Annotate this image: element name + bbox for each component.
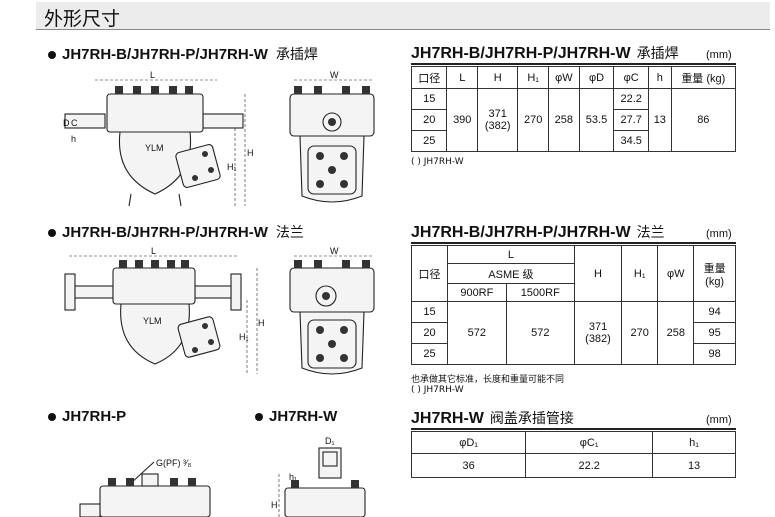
cell-h1: 13: [652, 453, 736, 478]
dim-label-h1: h₁: [289, 472, 297, 482]
brand-mark: YLM: [143, 316, 162, 326]
brand-mark: YLM: [145, 143, 164, 153]
unit-label-3: (mm): [706, 414, 732, 426]
cell-C: 22.2: [613, 88, 649, 110]
drawing-socket-side: W: [289, 70, 375, 203]
cell-weight: 95: [693, 322, 736, 344]
cell-H1: 270: [621, 301, 659, 365]
cell-D: 53.5: [578, 88, 615, 152]
cell-C: 34.5: [613, 130, 649, 152]
cell-size: 20: [410, 109, 448, 131]
th-weight: 重量 (kg): [670, 66, 737, 89]
model-title-w: JH7RH-W: [255, 408, 337, 425]
cell-L900: 572: [447, 301, 507, 365]
th-1500rf: 1500RF: [505, 283, 575, 302]
note-1: ( ) JH7RH-W: [411, 157, 464, 167]
note-2b: ( ) JH7RH-W: [411, 385, 464, 395]
th-h1: h₁: [652, 431, 736, 454]
bullet-icon: [255, 413, 263, 422]
th-size: 口径: [410, 66, 448, 89]
model-title-p: JH7RH-P: [48, 408, 126, 425]
cell-size: 25: [411, 343, 448, 365]
th-H: H: [573, 245, 623, 302]
th-L: L: [447, 245, 575, 264]
cell-L1500: 572: [505, 301, 575, 365]
drawing-socket-front: L YLM D C h H₁ H: [63, 70, 254, 207]
bullet-icon: [48, 51, 56, 60]
cell-W: 258: [548, 88, 580, 152]
cell-size: 15: [411, 301, 448, 323]
th-C: φC: [613, 66, 649, 89]
cell-L: 390: [446, 88, 479, 152]
unit-label-2: (mm): [706, 228, 732, 240]
spec-table-cover: φD₁ φC₁ h₁ 36 22.2 13: [410, 431, 736, 478]
title-rule-1: [411, 63, 736, 65]
cell-H: 371 (382): [477, 88, 519, 152]
th-weight: 重量 (kg): [693, 245, 736, 302]
section-header: 外形尺寸: [36, 2, 770, 30]
note-2a: 也承做其它标准，长度和重量可能不同: [411, 375, 565, 385]
cell-W: 258: [657, 301, 695, 365]
drawing-flange-front: L YLM H₁ H: [64, 246, 265, 374]
cell-size: 25: [410, 130, 448, 152]
cell-H: 371 (382): [573, 301, 623, 365]
th-asme: ASME 级: [447, 263, 575, 284]
cell-h: 13: [648, 88, 672, 152]
th-H: H: [477, 66, 519, 89]
cell-weight: 98: [693, 343, 736, 365]
th-size: 口径: [411, 245, 448, 302]
dim-label-H1: H₁: [227, 162, 237, 172]
cell-size: 15: [410, 88, 448, 110]
bullet-icon: [48, 413, 56, 422]
dim-label-L: L: [151, 246, 156, 256]
dim-label-h: h: [71, 134, 76, 144]
th-h: h: [648, 66, 672, 89]
cell-D1: 36: [410, 453, 527, 478]
dim-label-D1: D₁: [325, 436, 335, 446]
dim-label-H: H: [271, 500, 278, 510]
th-D: φD: [578, 66, 615, 89]
section-title: 外形尺寸: [44, 8, 121, 30]
title-rule-2: [411, 242, 736, 244]
dim-label-H: H: [258, 318, 265, 328]
bullet-icon: [48, 229, 56, 238]
dim-label-L: L: [150, 70, 155, 80]
dim-label-H1: H₁: [239, 332, 249, 342]
th-900rf: 900RF: [447, 283, 507, 302]
cell-size: 20: [411, 322, 448, 344]
spec-table-flange: 口径 L H H₁ φW 重量 (kg) ASME 级 900RF 1500RF…: [411, 245, 736, 365]
drawing-p-detail: G(PF) ³⁄₈: [79, 458, 211, 517]
dim-label-W: W: [330, 246, 339, 256]
drawing-w-detail: D₁ C₁ h₁ H: [271, 436, 366, 517]
unit-label-1: (mm): [706, 49, 732, 61]
th-L: L: [446, 66, 479, 89]
drawing-flange-side: W: [289, 246, 375, 375]
dim-label-D: D: [63, 118, 70, 128]
th-C1: φC₁: [525, 431, 654, 454]
th-W: φW: [548, 66, 580, 89]
cell-weight: 94: [693, 301, 736, 323]
gpf-label: G(PF) ³⁄₈: [156, 458, 191, 468]
th-H1: H₁: [621, 245, 659, 302]
cell-C: 27.7: [613, 109, 649, 131]
th-D1: φD₁: [410, 431, 527, 454]
spec-table-socket: 口径 L H H₁ φW φD φC h 重量 (kg) 15 390 371 …: [410, 66, 737, 152]
dim-label-H: H: [247, 148, 254, 158]
cell-weight: 86: [670, 88, 737, 152]
title-rule-3: [411, 428, 736, 430]
cell-H1: 270: [517, 88, 549, 152]
th-W: φW: [657, 245, 695, 302]
cell-C1: 22.2: [525, 453, 654, 478]
th-H1: H₁: [517, 66, 549, 89]
dim-label-W: W: [330, 70, 339, 80]
dim-label-C: C: [71, 118, 78, 128]
